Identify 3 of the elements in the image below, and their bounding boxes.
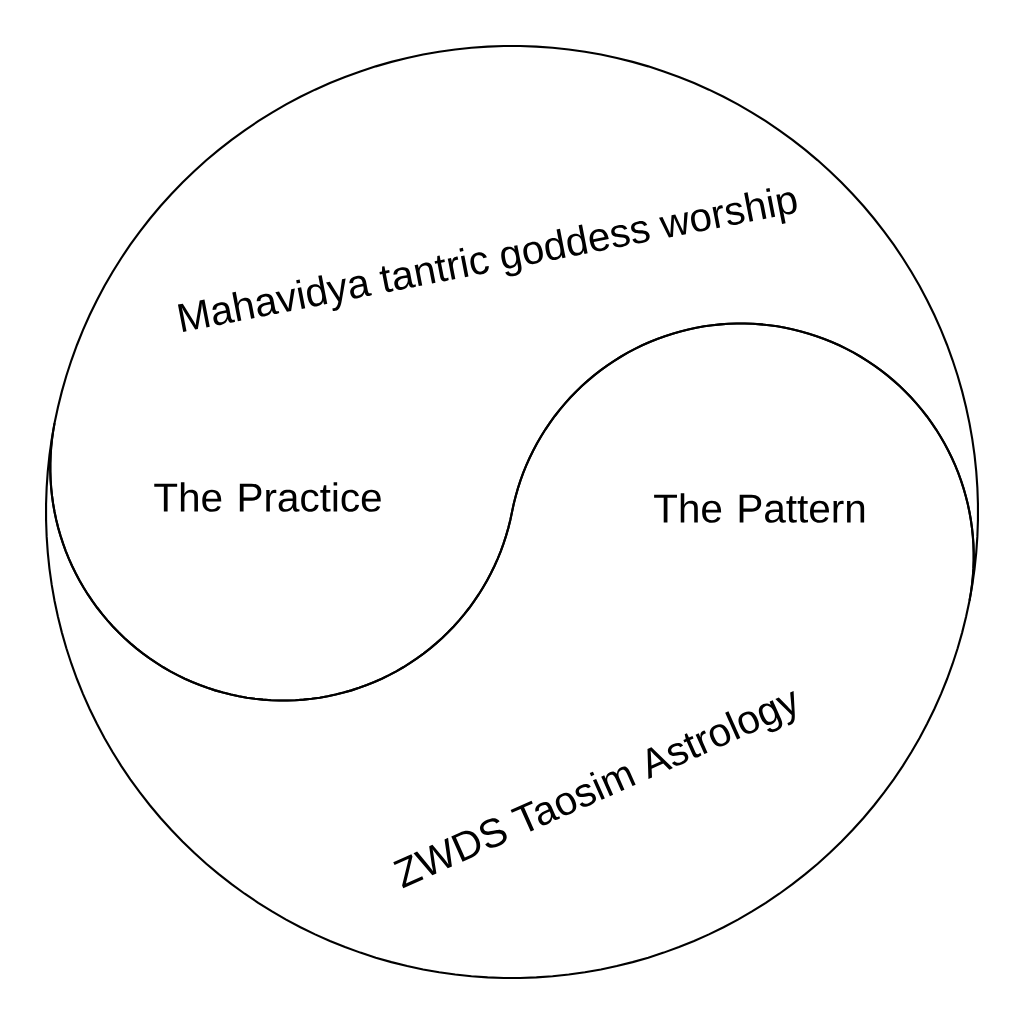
curved-label: Mahavidya tantric goddess worship [177, 188, 797, 332]
region-label: The Pattern [654, 493, 865, 523]
region-label: The Practice [154, 482, 381, 512]
